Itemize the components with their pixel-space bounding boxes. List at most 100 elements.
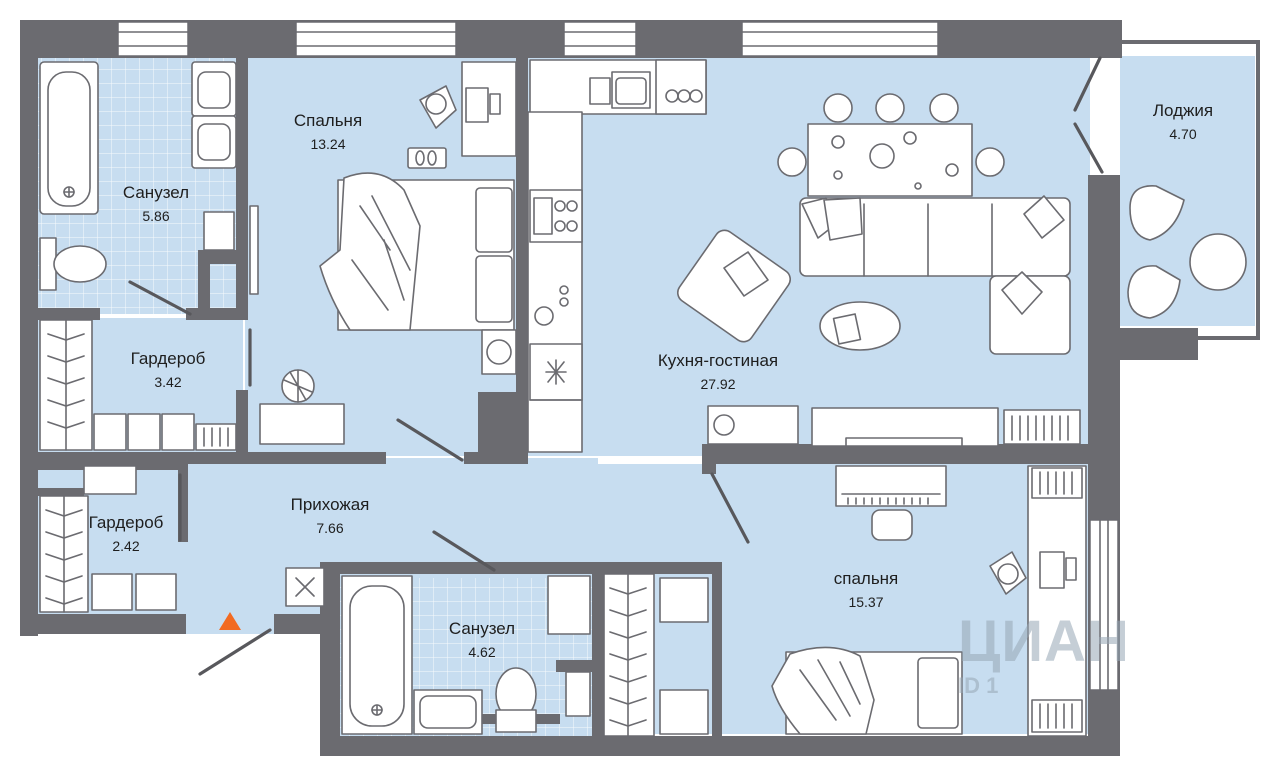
round-table-icon (1189, 233, 1247, 291)
room-label-bathroom-1: Санузел 5.86 (123, 182, 189, 226)
wall-ward1-right (236, 390, 248, 456)
dining-table-icon (807, 123, 973, 197)
window-5 (1089, 519, 1119, 691)
chair-icon (823, 93, 853, 123)
loggia-frame-right (1256, 40, 1260, 340)
wall-bath1-bottom-r (186, 308, 248, 320)
room-area: 27.92 (700, 376, 736, 392)
wall-bath2-left (320, 562, 340, 740)
room-label-bathroom-2: Санузел 4.62 (449, 618, 515, 662)
slippers-icon (407, 147, 447, 169)
chair-icon (929, 93, 959, 123)
shelf-box-icon (91, 573, 133, 611)
wall-left (20, 20, 38, 636)
room-label-hall: Прихожая 7.66 (291, 494, 370, 538)
room-name: Прихожая (290, 495, 370, 514)
room-name: спальня (833, 569, 899, 588)
wardrobe-2-fixtures (39, 465, 177, 613)
radiator-icon (565, 671, 591, 717)
sofa-icon (799, 197, 1071, 277)
window-2 (295, 21, 457, 57)
loggia-furniture (1127, 185, 1247, 319)
stool-icon (871, 509, 913, 541)
dining-area (777, 93, 1005, 197)
room-area: 2.42 (112, 538, 140, 554)
armchair-icon (676, 229, 792, 343)
living-furniture (676, 195, 1081, 447)
wall-wardrobe3-right (712, 562, 722, 738)
room-label-living: Кухня-гостиная 27.92 (658, 350, 778, 394)
wall-bottom (320, 736, 1092, 756)
room-name: Санузел (448, 619, 516, 638)
room-area: 15.37 (848, 594, 884, 610)
wardrobe-3-fixtures (603, 573, 709, 737)
blanket-icon (319, 172, 421, 331)
room-label-bedroom-2: спальня 15.37 (834, 568, 899, 612)
wall-bottom-mid (274, 614, 322, 634)
room-name: Санузел (122, 183, 190, 202)
windows (117, 21, 1119, 691)
laptop-icon (1039, 551, 1065, 589)
dishwasher-icon (655, 59, 707, 115)
desk-icon (1027, 465, 1087, 737)
bathroom-2-fixtures (341, 575, 591, 735)
wall-ward2-right (178, 462, 188, 542)
room-area: 13.24 (310, 136, 346, 152)
door-loggia-2 (1073, 122, 1104, 174)
chair-icon (875, 93, 905, 123)
wall-ward2-top (38, 458, 182, 470)
room-area: 3.42 (154, 374, 182, 390)
shelf-box-icon (127, 413, 161, 451)
wardrobe-1-fixtures (39, 319, 237, 451)
wall-living-bottom (702, 444, 1092, 464)
shoes-icon (83, 465, 137, 495)
radiator-icon (249, 205, 259, 295)
wall-bed1-kitchen (516, 58, 528, 464)
wall-living-bottom-l (702, 444, 716, 474)
piano-icon (835, 465, 947, 507)
room-area: 4.62 (468, 644, 496, 660)
window-4 (741, 21, 939, 57)
watermark: ЦИАН ID 1 (958, 612, 1130, 698)
coffee-table-icon (819, 301, 901, 351)
window-3 (563, 21, 637, 57)
wall-bath2-top (338, 562, 494, 574)
kitchen-fixtures (527, 59, 707, 453)
loggia-frame-bottom (1196, 336, 1260, 340)
door-bed1 (396, 418, 464, 462)
coffee-machine-icon (534, 306, 554, 326)
room-label-wardrobe-1: Гардероб 3.42 (131, 348, 206, 392)
door-entrance (198, 628, 272, 676)
hall-fixtures (219, 567, 325, 630)
speaker-icon (707, 405, 799, 445)
shelf-box-icon (135, 573, 177, 611)
room-label-bedroom-1: Спальня 13.24 (294, 110, 362, 154)
door-loggia-1 (1073, 56, 1102, 112)
shelf-box-icon (93, 413, 127, 451)
bathroom-1-fixtures (39, 61, 259, 295)
wall-bath2-box (556, 660, 596, 672)
room-area: 5.86 (142, 208, 170, 224)
washer-icon (203, 211, 235, 251)
door-bath1 (128, 280, 192, 316)
bedroom-1-furniture (259, 61, 517, 445)
doors (128, 56, 1104, 676)
loggia-frame-top (1118, 40, 1258, 44)
counter-side-icon (527, 111, 583, 453)
shelf-box-icon (659, 577, 709, 623)
wall-bottom-left (20, 614, 186, 634)
wall-niche-v (198, 250, 210, 318)
wall-bath1-bed1 (236, 58, 248, 320)
wall-bed1-pillar (478, 392, 516, 464)
wall-loggia-bottom (1120, 328, 1198, 360)
room-label-wardrobe-2: Гардероб 2.42 (89, 512, 164, 556)
washer-icon (547, 575, 591, 635)
room-label-loggia: Лоджия 4.70 (1153, 100, 1213, 144)
wall-bath2-right (592, 562, 604, 738)
wall-bath1-bottom (38, 308, 100, 320)
laptop-icon (465, 87, 489, 123)
door-bath2 (432, 530, 496, 572)
bedroom-2-furniture (771, 465, 1087, 737)
door-bed2 (710, 472, 750, 544)
